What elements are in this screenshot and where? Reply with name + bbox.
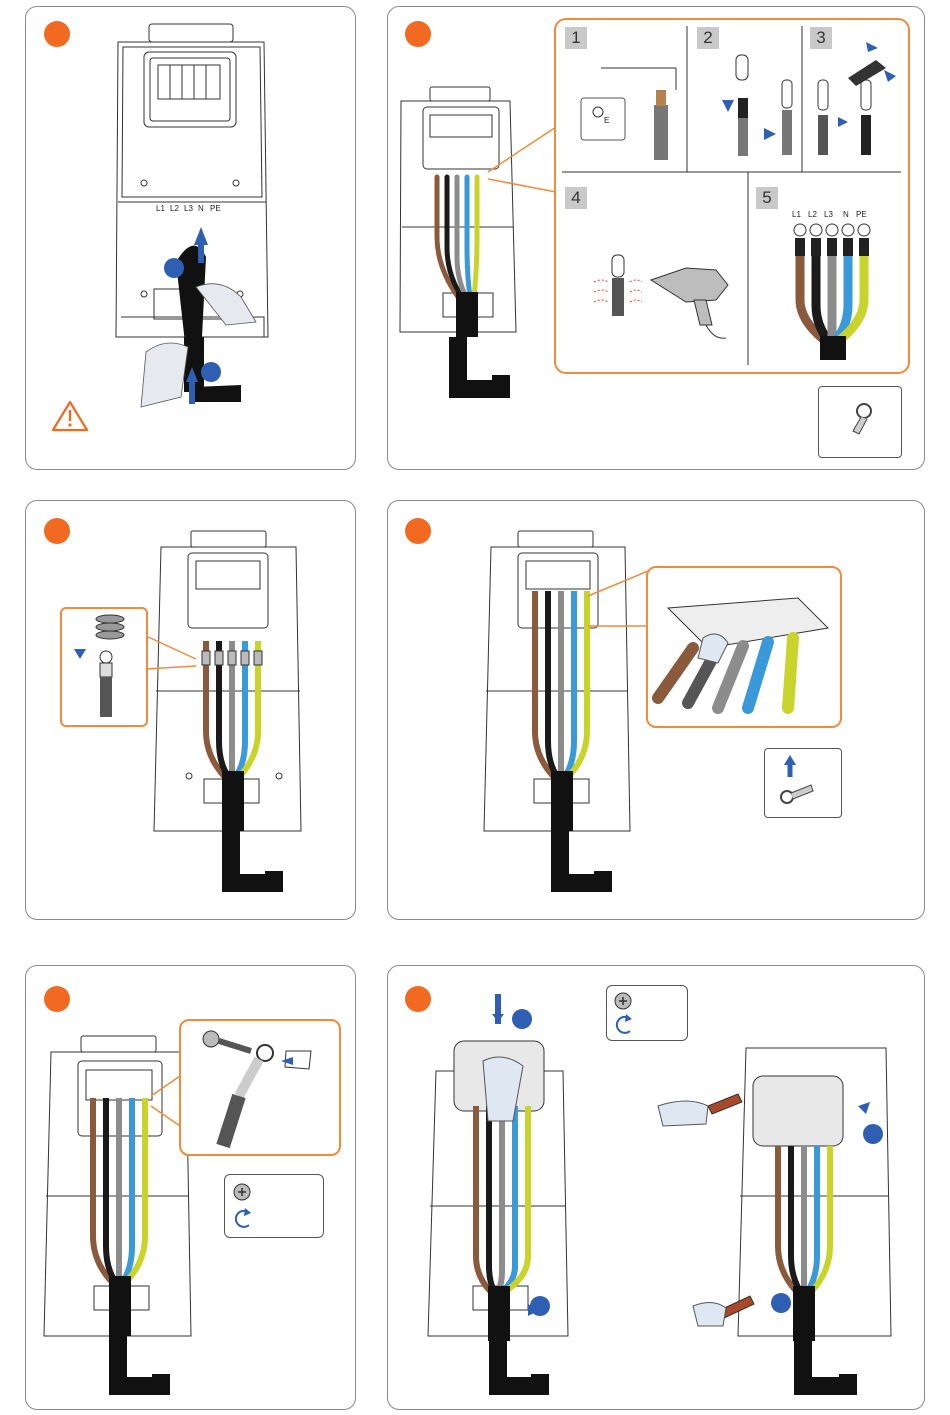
substep-marker-c — [863, 1124, 883, 1144]
ring-terminal-box — [764, 748, 842, 818]
warning-icon — [50, 399, 90, 433]
substep-tag-2: 2 — [697, 27, 719, 49]
terminal-label-l1: L1 — [156, 204, 165, 213]
wire-label-n: N — [843, 210, 849, 219]
substep-tag-5: 5 — [756, 187, 778, 209]
terminal-label-l3: L3 — [184, 204, 193, 213]
callout-terminal-insertion — [646, 566, 842, 728]
callout-insulation-cap — [60, 607, 148, 727]
screwdriver-tool-box — [606, 985, 688, 1041]
wallbox-housing — [388, 501, 648, 919]
substep-marker-b — [530, 1296, 550, 1316]
terminal-label-l2: L2 — [170, 204, 179, 213]
glove-icon — [658, 1101, 726, 1326]
panel-step-4 — [387, 500, 925, 920]
wire-label-l1: L1 — [792, 210, 801, 219]
wire-label-l3: L3 — [824, 210, 833, 219]
panel-step-3 — [25, 500, 356, 920]
substep-tag-1: 1 — [565, 27, 587, 49]
substep-tag-4: 4 — [565, 187, 587, 209]
screw-detail — [181, 1021, 339, 1154]
panel-step-6 — [387, 965, 925, 1410]
cap-detail — [62, 609, 146, 725]
callout-prep-steps: 1 2 3 4 5 E L1 L2 L3 N PE — [554, 18, 910, 374]
callout-screw-fastening — [179, 1019, 341, 1156]
substep-tag-3: 3 — [810, 27, 832, 49]
wire-label-pe: PE — [856, 210, 867, 219]
substep-marker-a — [512, 1009, 532, 1029]
screwdriver-icon — [708, 1094, 754, 1319]
ring-terminal-icon — [765, 749, 841, 817]
ring-terminal-box — [818, 386, 902, 458]
terminal-label-pe: PE — [210, 204, 221, 213]
crimp-tool-icon — [848, 42, 896, 86]
panel-step-1: L1 L2 L3 N PE — [25, 6, 356, 470]
callout-dividers — [556, 20, 908, 372]
dimension-letter: E — [604, 116, 609, 125]
panel-step-5 — [25, 965, 356, 1410]
screwdriver-icon — [613, 991, 633, 1011]
glove-icon — [698, 634, 728, 663]
screwdriver-icon — [232, 1182, 252, 1202]
heat-gun-icon — [651, 268, 728, 338]
rotate-clockwise-icon — [612, 1013, 634, 1037]
panel-step-2: 1 2 3 4 5 E L1 L2 L3 N PE — [387, 6, 925, 470]
substep-marker-b — [201, 362, 221, 382]
terminal-label-n: N — [198, 204, 204, 213]
substep-marker-a — [164, 258, 184, 278]
screwdriver-tool-box — [224, 1174, 324, 1238]
substep-marker-d — [771, 1293, 791, 1313]
ring-terminal-icon — [819, 387, 901, 457]
rotate-clockwise-icon — [231, 1207, 253, 1231]
wire-label-l2: L2 — [808, 210, 817, 219]
terminal-block-detail — [648, 568, 840, 726]
